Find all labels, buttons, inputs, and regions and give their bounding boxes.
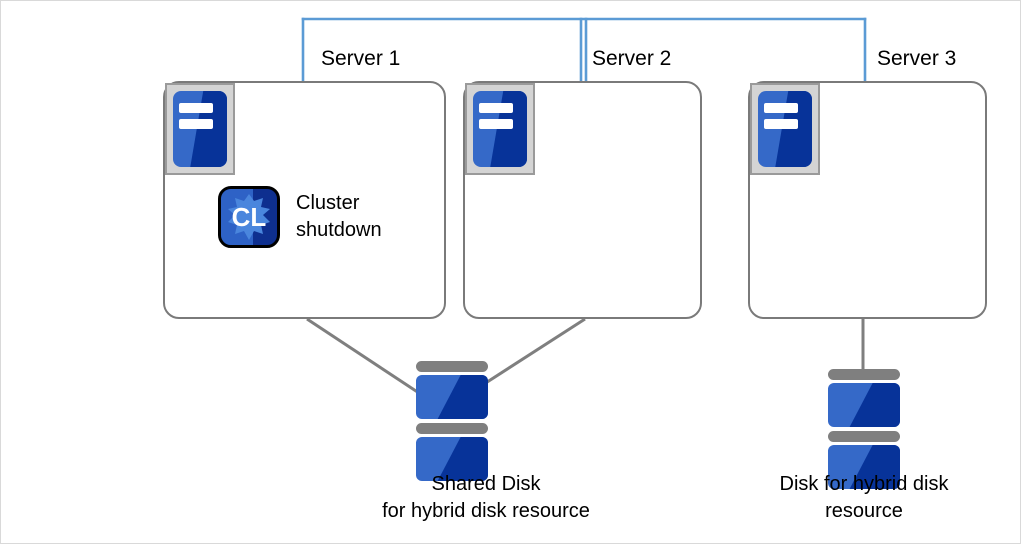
disk-platter [416, 375, 488, 419]
server-slot-bar [179, 103, 213, 113]
disk-platter-bar [828, 431, 900, 442]
server-label-2: Server 2 [592, 47, 672, 70]
server-unit-graphic [473, 91, 527, 167]
server-slot-bar [179, 119, 213, 129]
cl-icon-splash-shape [228, 194, 270, 240]
server-label-1: Server 1 [321, 47, 401, 70]
disk-platter-shade [437, 375, 488, 419]
server-unit-graphic [173, 91, 227, 167]
hybrid-disk-icon [828, 369, 900, 489]
server-icon-1 [165, 83, 235, 175]
cluster-shutdown-icon: CL [218, 186, 280, 248]
cluster-network-bracket [301, 17, 867, 83]
server-slot-bar [479, 103, 513, 113]
server-box-3 [748, 81, 987, 319]
server-icon-2 [465, 83, 535, 175]
server-label-3: Server 3 [877, 47, 957, 70]
disk-connectors [306, 317, 865, 397]
server-slot-bar [764, 103, 798, 113]
disk-platter [828, 383, 900, 427]
server-box-1 [163, 81, 446, 319]
server-icon-3 [750, 83, 820, 175]
disk-platter [416, 437, 488, 481]
disk-platter-shade [849, 383, 900, 427]
shared-disk-icon [416, 361, 488, 481]
server-box-2 [463, 81, 702, 319]
server-unit-graphic [758, 91, 812, 167]
connector-server1-to-shared-disk [306, 317, 423, 397]
disk-platter-bar [416, 423, 488, 434]
cluster-shutdown-label: Cluster shutdown [296, 192, 382, 241]
disk-platter [828, 445, 900, 489]
shared-disk-caption: Shared Disk for hybrid disk resource [382, 473, 590, 522]
disk-platter-bar [416, 361, 488, 372]
cluster-shutdown-group: CL Cluster shutdown [218, 186, 382, 248]
hybrid-disk-caption: Disk for hybrid disk resource [779, 473, 949, 522]
server-slot-bar [764, 119, 798, 129]
disk-platter-bar [828, 369, 900, 380]
server-slot-bar [479, 119, 513, 129]
cl-icon-text: CL [231, 201, 267, 232]
